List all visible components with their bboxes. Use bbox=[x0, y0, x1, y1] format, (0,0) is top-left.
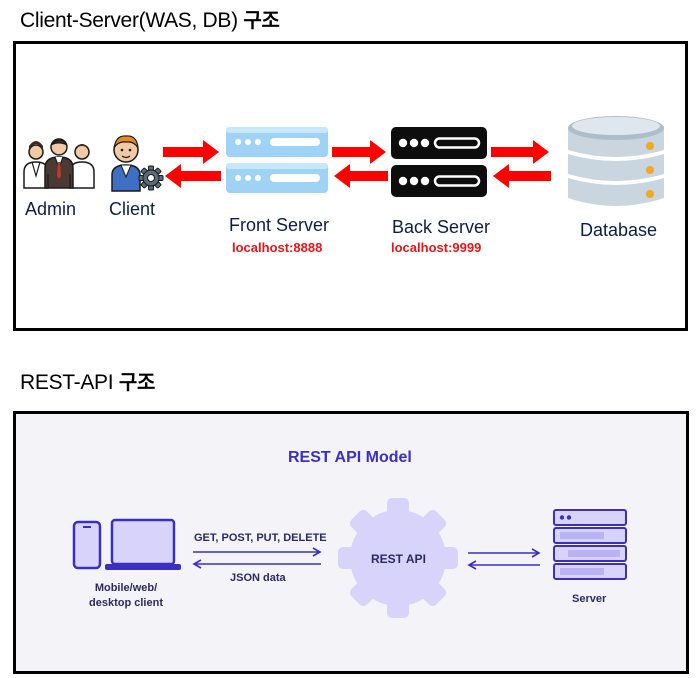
section-title-text: Client-Server(WAS, DB) bbox=[20, 9, 238, 32]
client-label: Client bbox=[109, 199, 156, 219]
arrow-right bbox=[491, 140, 549, 164]
back-server-address: localhost:9999 bbox=[391, 240, 482, 255]
arrow-right bbox=[163, 140, 219, 164]
client-caption-line1: Mobile/web/ bbox=[94, 582, 158, 594]
section-title-suffix: 구조 bbox=[118, 370, 156, 394]
gear-icon bbox=[338, 498, 458, 618]
back-server-label: Back Server bbox=[392, 217, 491, 237]
rest-model-heading: REST API Model bbox=[288, 449, 412, 466]
request-response-arrows bbox=[192, 547, 322, 569]
request-methods-label: GET, POST, PUT, DELETE bbox=[194, 532, 327, 544]
server-caption: Server bbox=[572, 593, 607, 605]
section-title-client-server: Client-Server(WAS, DB) 구조 bbox=[20, 4, 280, 33]
server-rack-icon bbox=[391, 127, 487, 197]
response-format-label: JSON data bbox=[230, 572, 286, 584]
client-caption-line2: desktop client bbox=[89, 597, 163, 609]
section-title-text: REST-API bbox=[20, 371, 114, 394]
rest-api-hub-label: REST API bbox=[371, 552, 426, 566]
arrow-left bbox=[334, 164, 388, 188]
admin-label: Admin bbox=[25, 199, 77, 219]
server-rack-icon bbox=[226, 127, 328, 193]
rest-api-diagram: REST API Model Mobile/web/ desktop clien… bbox=[13, 411, 689, 674]
section-title-suffix: 구조 bbox=[243, 8, 280, 32]
database-icon bbox=[568, 116, 664, 206]
arrow-right bbox=[332, 140, 386, 164]
server-stack-icon bbox=[553, 509, 627, 580]
front-server-label: Front Server bbox=[229, 215, 330, 235]
client-user-icon bbox=[111, 135, 141, 192]
laptop-icon bbox=[105, 518, 181, 570]
people-group-icon bbox=[23, 138, 95, 189]
front-server-address: localhost:8888 bbox=[232, 240, 323, 255]
gear-icon bbox=[138, 165, 164, 191]
section-title-rest-api: REST-API 구조 bbox=[20, 366, 155, 395]
back-db-arrows bbox=[491, 140, 551, 188]
client-server-diagram: Admin Client bbox=[13, 41, 688, 331]
arrow-left bbox=[165, 164, 221, 188]
client-front-arrows bbox=[163, 140, 221, 188]
front-back-arrows bbox=[332, 140, 388, 188]
hub-server-arrows bbox=[467, 548, 541, 570]
client-caption: Mobile/web/ desktop client bbox=[71, 582, 181, 609]
arrow-left bbox=[493, 164, 551, 188]
database-label: Database bbox=[580, 220, 658, 240]
phone-icon bbox=[72, 520, 102, 570]
